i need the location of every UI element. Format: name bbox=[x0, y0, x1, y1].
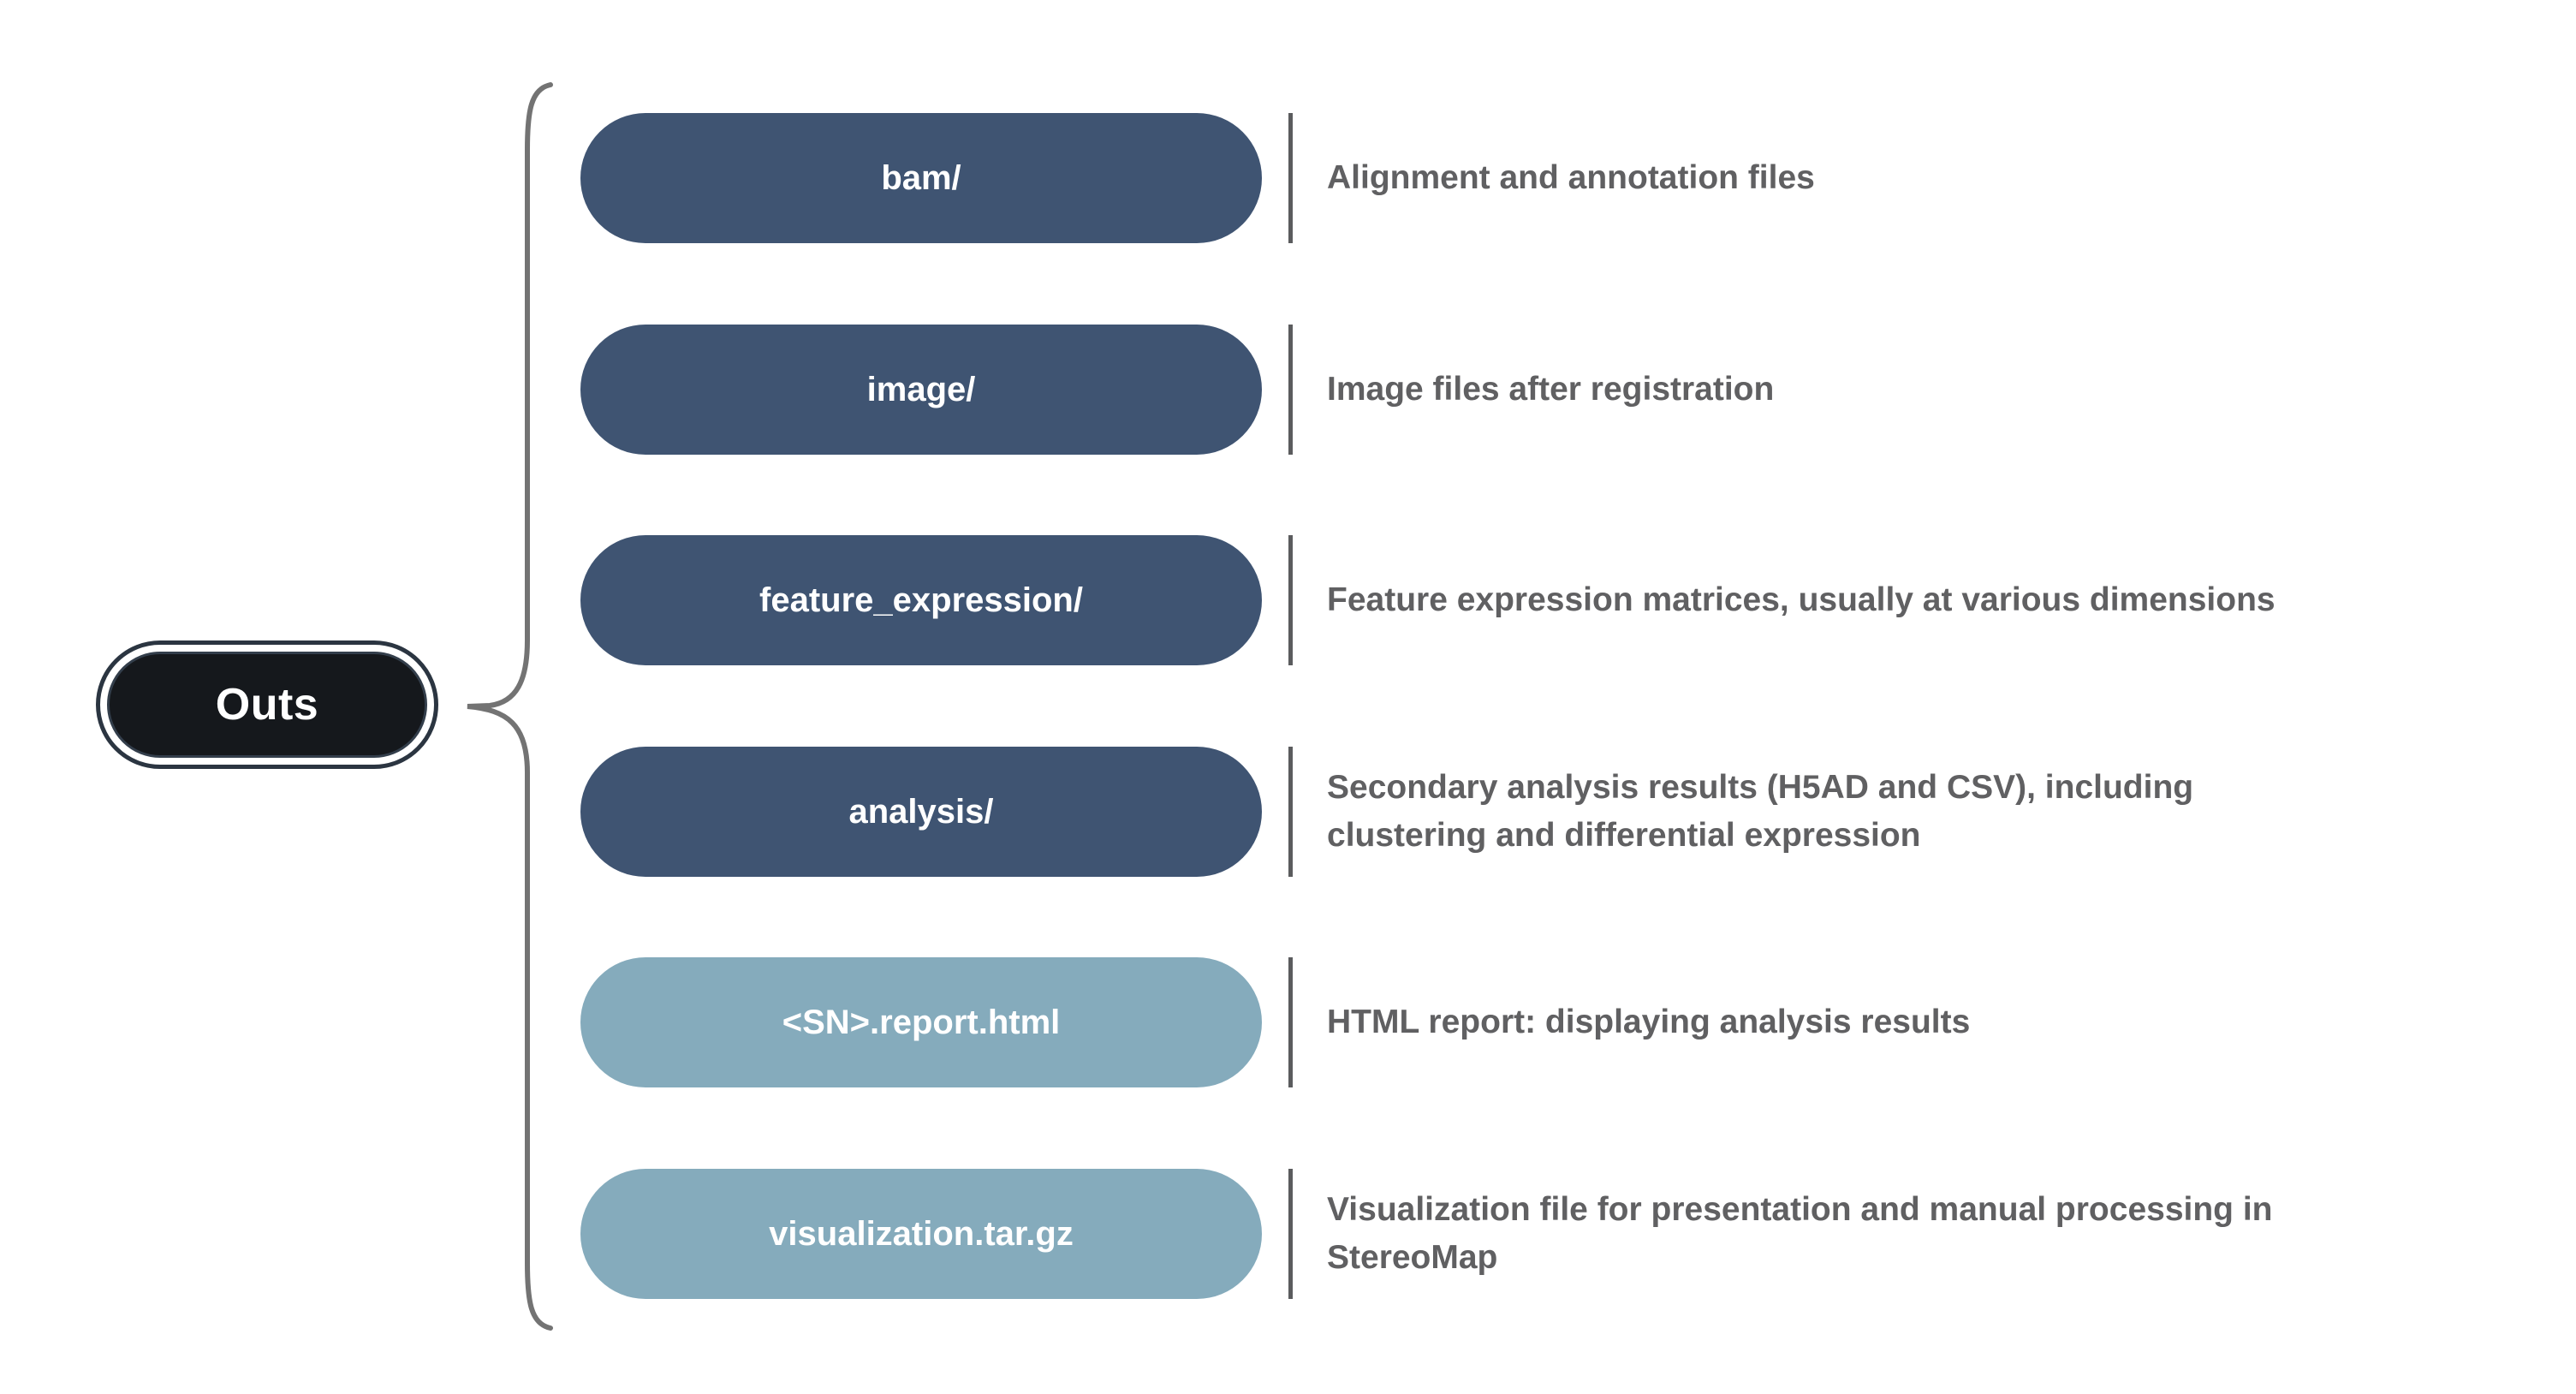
row-divider bbox=[1288, 535, 1293, 665]
node-pill-label: image/ bbox=[866, 370, 976, 408]
root-node-inner: Outs bbox=[107, 652, 427, 758]
output-row: visualization.tar.gz Visualization file … bbox=[0, 1169, 2576, 1299]
row-divider bbox=[1288, 957, 1293, 1087]
row-description: Image files after registration bbox=[1327, 371, 1775, 408]
output-row: <SN>.report.html HTML report: displaying… bbox=[0, 957, 2576, 1087]
output-row: feature_expression/ Feature expression m… bbox=[0, 535, 2576, 665]
row-description: Secondary analysis results (H5AD and CSV… bbox=[1327, 769, 2194, 854]
output-row: bam/ Alignment and annotation files bbox=[0, 113, 2576, 243]
node-pill-label: analysis/ bbox=[848, 792, 994, 831]
output-row: analysis/ Secondary analysis results (H5… bbox=[0, 747, 2576, 877]
row-divider bbox=[1288, 325, 1293, 455]
node-pill: <SN>.report.html bbox=[580, 957, 1262, 1087]
node-pill-label: visualization.tar.gz bbox=[769, 1214, 1074, 1253]
output-row: image/ Image files after registration bbox=[0, 325, 2576, 455]
row-divider bbox=[1288, 747, 1293, 877]
row-description: Visualization file for presentation and … bbox=[1327, 1191, 2273, 1276]
row-description: Feature expression matrices, usually at … bbox=[1327, 581, 2276, 618]
node-pill-label: <SN>.report.html bbox=[782, 1003, 1061, 1041]
brace-connector bbox=[467, 82, 553, 1331]
node-pill: image/ bbox=[580, 325, 1262, 455]
node-pill-label: bam/ bbox=[881, 158, 961, 197]
row-divider bbox=[1288, 113, 1293, 243]
row-divider bbox=[1288, 1169, 1293, 1299]
node-pill: visualization.tar.gz bbox=[580, 1169, 1262, 1299]
root-node: Outs bbox=[96, 640, 438, 769]
brace-path bbox=[467, 82, 553, 1331]
row-description: HTML report: displaying analysis results bbox=[1327, 1004, 1971, 1040]
node-pill: feature_expression/ bbox=[580, 535, 1262, 665]
node-pill: bam/ bbox=[580, 113, 1262, 243]
row-description: Alignment and annotation files bbox=[1327, 159, 1815, 196]
root-node-label: Outs bbox=[215, 680, 319, 730]
node-pill: analysis/ bbox=[580, 747, 1262, 877]
node-pill-label: feature_expression/ bbox=[759, 581, 1083, 619]
